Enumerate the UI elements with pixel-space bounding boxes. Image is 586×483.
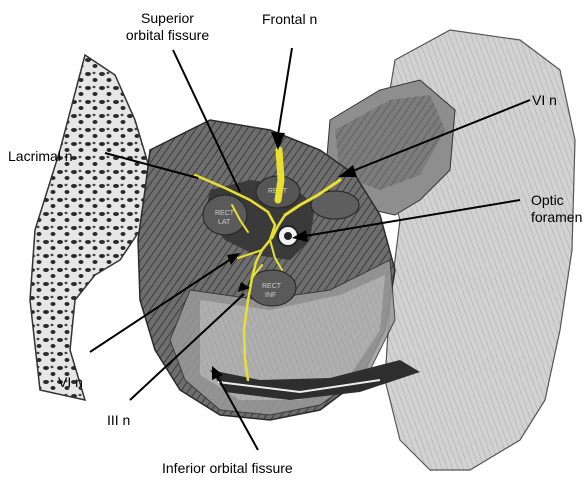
svg-text:RECT: RECT — [215, 210, 235, 217]
frontal-nerve — [278, 150, 281, 200]
frontal-bone-section — [30, 55, 150, 400]
iii-n-label: III n — [107, 412, 130, 429]
frontal-n-label: Frontal n — [262, 11, 317, 28]
lacrimal-n-label: Lacrimal n — [8, 148, 73, 165]
superior-orbital-fissure-label-line2: orbital fissure — [110, 27, 225, 44]
inferior-orbital-fissure-label: Inferior orbital fissure — [162, 460, 293, 477]
optic-foramen-label-line2: foramen — [531, 209, 582, 226]
superior-orbital-fissure-label: Superior orbital fissure — [110, 10, 225, 44]
vi-n-bottom-label: VI n — [58, 374, 83, 391]
superior-orbital-fissure-label-line1: Superior — [110, 10, 225, 27]
svg-text:RECT: RECT — [262, 283, 282, 290]
svg-text:LAT: LAT — [218, 219, 231, 226]
optic-foramen-label: Optic foramen — [531, 192, 582, 226]
optic-foramen-label-line1: Optic — [531, 192, 582, 209]
svg-text:INF: INF — [265, 292, 276, 299]
vi-n-top-label: VI n — [532, 92, 557, 109]
